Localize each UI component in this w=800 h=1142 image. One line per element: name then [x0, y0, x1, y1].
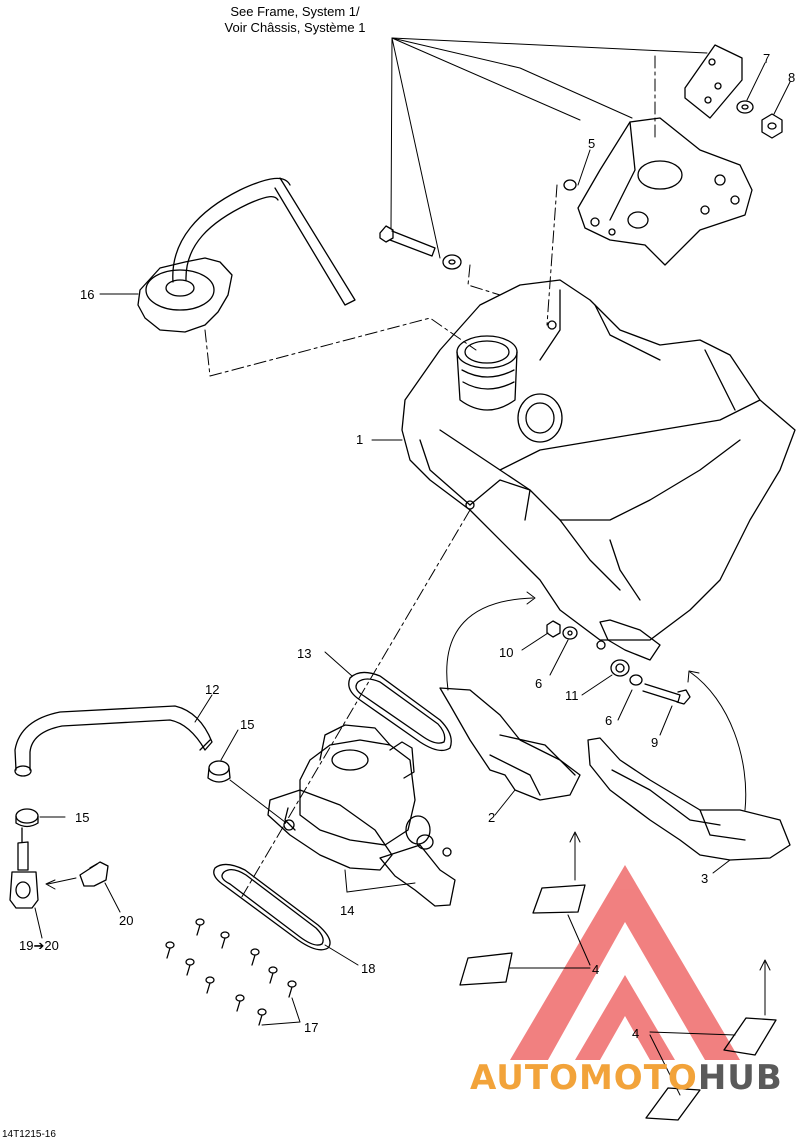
ref-label-4b: 4: [632, 1026, 640, 1041]
ref-label-13: 13: [297, 646, 312, 661]
ref-label-4a: 4: [592, 962, 600, 977]
ref-label-6a: 6: [535, 676, 543, 691]
retainer-clip-20: [79, 861, 109, 887]
ref-label-15a: 15: [240, 717, 255, 732]
pads-4: [459, 884, 777, 1121]
ref-label-8: 8: [788, 70, 796, 85]
bolt-9: [642, 683, 691, 705]
see-frame-note: See Frame, System 1/ Voir Châssis, Systè…: [195, 4, 395, 36]
watermark-logo-icon: [510, 865, 740, 1060]
ref-label-15b: 15: [75, 810, 90, 825]
filler-cap: [137, 177, 356, 333]
ref-label-2: 2: [488, 810, 496, 825]
nut-8: [761, 113, 783, 139]
ref-label-12: 12: [205, 682, 220, 697]
ref-label-17: 17: [304, 1020, 319, 1035]
see-frame-note-line1: See Frame, System 1/: [230, 4, 360, 19]
see-frame-note-line2: Voir Châssis, Système 1: [224, 20, 366, 35]
ref-label-18: 18: [361, 961, 376, 976]
ref-label-14: 14: [340, 903, 355, 918]
fuel-pump: [267, 724, 456, 907]
gasket-13: [348, 671, 452, 752]
washer-7: [736, 100, 754, 114]
spacer-5: [563, 179, 577, 191]
nut-10: [546, 620, 578, 640]
ref-label-7: 7: [763, 51, 771, 66]
fuel-hose-12: [14, 705, 213, 777]
upper-bracket: [684, 44, 743, 119]
clamp-15-upper: [207, 760, 231, 783]
clamp-15-lower: [15, 808, 39, 828]
fuel-tank: [401, 279, 796, 661]
ref-label-6b: 6: [605, 713, 613, 728]
centerlines: [239, 55, 656, 901]
heat-shield-3: [587, 737, 791, 861]
ref-label-5: 5: [588, 136, 596, 151]
screws-17: [165, 918, 297, 1026]
gasket-18: [213, 863, 331, 951]
see-frame-leaders: [390, 37, 708, 259]
ref-label-1: 1: [356, 432, 364, 447]
tank-mount-bracket: [577, 117, 753, 266]
heat-shield-2: [439, 687, 581, 801]
ref-label-3: 3: [701, 871, 709, 886]
ref-label-16: 16: [80, 287, 95, 302]
watermark-text-part1: AUTOMOTO: [470, 1058, 698, 1098]
ref-label-10: 10: [499, 645, 514, 660]
quick-connector-19: [9, 827, 39, 909]
drawing-code: 14T1215-16: [2, 1129, 56, 1140]
ref-label-20: 20: [119, 913, 134, 928]
watermark-text-part2: HUB: [697, 1058, 783, 1098]
watermark-text: AUTOMOTOHUB: [470, 1058, 783, 1098]
ref-label-19-20: 19➔20: [19, 938, 59, 953]
ref-label-9: 9: [651, 735, 659, 750]
ref-label-11: 11: [565, 688, 579, 703]
spacer-11: [610, 659, 643, 686]
bolt: [379, 225, 462, 270]
